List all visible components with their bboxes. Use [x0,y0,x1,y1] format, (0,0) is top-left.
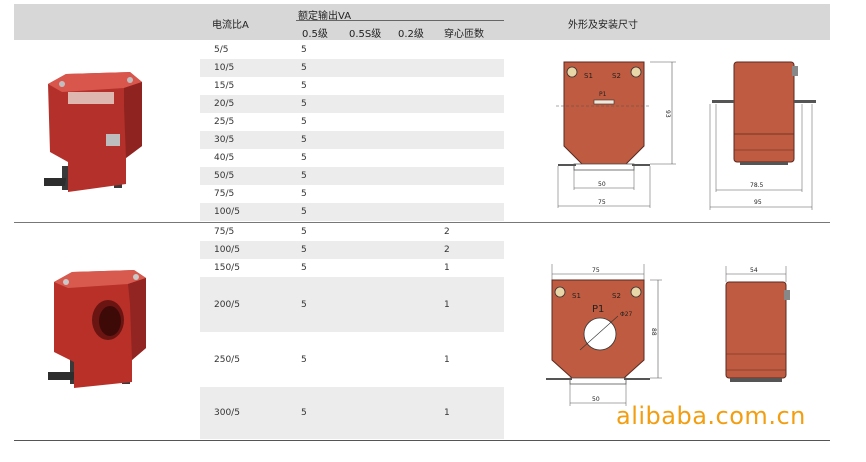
table-header [14,4,830,40]
drawing2-label-p1: P1 [592,304,604,315]
table-row: 15/5 5 [200,77,504,95]
drawing2-side-view: 54 [725,266,790,382]
table-row: 50/5 5 [200,167,504,185]
product-photo-ct-window-type [48,270,146,388]
table-row: 25/5 5 [200,113,504,131]
drawing1-dim-inner-width: 50 [598,181,606,188]
header-dimensions: 外形及安装尺寸 [568,20,638,31]
rated-va-cell: 5 [301,299,307,310]
header-class-02: 0.2级 [398,29,424,40]
rated-va-cell: 5 [301,117,307,127]
rated-va-cell: 5 [301,81,307,91]
drawing2-side-dim-width: 54 [750,267,758,274]
rated-va-cell: 5 [301,245,307,255]
drawing1-front-view: S1 S2 P1 93 50 75 [556,61,676,208]
header-rated-output: 额定输出VA [298,11,352,22]
table-row: 100/5 5 [200,203,504,221]
table-row: 150/5 5 1 [200,259,504,277]
rated-va-cell: 5 [301,227,307,237]
rated-va-cell: 5 [301,99,307,109]
drawing2-label-hole: Φ27 [620,311,633,318]
rated-va-cell: 5 [301,171,307,181]
ratio-cell: 100/5 [214,207,240,217]
ratio-cell: 75/5 [214,227,235,237]
watermark: alibaba.com.cn [616,402,806,430]
header-turns: 穿心匝数 [444,29,484,40]
rated-va-cell: 5 [301,135,307,145]
ratio-cell: 40/5 [214,153,235,163]
ratio-cell: 10/5 [214,63,235,73]
drawing1-side-dim-outer: 95 [754,199,762,206]
drawing2-dim-bottom-width: 50 [592,396,600,403]
table-row: 75/5 5 [200,185,504,203]
rated-va-cell: 5 [301,408,307,418]
rated-va-cell: 5 [301,63,307,73]
ratio-cell: 15/5 [214,81,235,91]
drawing1-label-s2: S2 [612,72,621,80]
table-row: 300/5 5 1 [200,387,504,439]
turns-cell: 2 [444,227,450,237]
drawing1-dim-height: 93 [664,110,671,118]
drawing1-dim-outer-width: 75 [598,199,606,206]
drawing1-side-dim-inner: 78.5 [750,182,764,189]
table-row: 30/5 5 [200,131,504,149]
rated-va-cell: 5 [301,263,307,273]
table-row: 40/5 5 [200,149,504,167]
turns-cell: 1 [444,299,450,310]
table-row: 200/5 5 1 [200,277,504,332]
rated-va-cell: 5 [301,153,307,163]
table-row: 100/5 5 2 [200,241,504,259]
rated-va-cell: 5 [301,207,307,217]
drawing2-dim-top-width: 75 [592,267,600,274]
header-class-05s: 0.5S级 [349,29,382,40]
table-bottom-line [14,440,830,441]
ratio-cell: 75/5 [214,189,235,199]
group-divider [14,222,830,223]
drawing1-side-view: 78.5 95 [709,61,816,210]
ratio-cell: 150/5 [214,263,240,273]
ratio-cell: 200/5 [214,299,240,310]
drawing2-label-s1: S1 [572,292,581,300]
ratio-cell: 250/5 [214,354,240,365]
rated-va-cell: 5 [301,354,307,365]
turns-cell: 1 [444,263,450,273]
turns-cell: 1 [444,408,450,418]
turns-cell: 2 [444,245,450,255]
table-row: 250/5 5 1 [200,332,504,387]
table-row: 10/5 5 [200,59,504,77]
table-row: 20/5 5 [200,95,504,113]
ratio-cell: 30/5 [214,135,235,145]
rated-va-cell: 5 [301,45,307,55]
header-class-05: 0.5级 [302,29,328,40]
drawing1-label-p1: P1 [599,91,607,98]
header-underline [296,20,504,21]
table-row: 5/5 5 [200,41,504,59]
ratio-cell: 25/5 [214,117,235,127]
table-row: 75/5 5 2 [200,223,504,241]
drawing2-label-s2: S2 [612,292,621,300]
ratio-cell: 20/5 [214,99,235,109]
ratio-cell: 300/5 [214,408,240,418]
drawing1-label-s1: S1 [584,72,593,80]
turns-cell: 1 [444,354,450,365]
ratio-cell: 5/5 [214,45,229,55]
ratio-cell: 50/5 [214,171,235,181]
header-ratio: 电流比A [212,20,249,31]
rated-va-cell: 5 [301,189,307,199]
drawing2-dim-height: 88 [650,328,657,336]
drawing2-front-view: 75 S1 S2 P1 Φ27 88 50 [546,264,662,406]
product-photo-ct-bar-type [44,72,142,192]
ratio-cell: 100/5 [214,245,240,255]
